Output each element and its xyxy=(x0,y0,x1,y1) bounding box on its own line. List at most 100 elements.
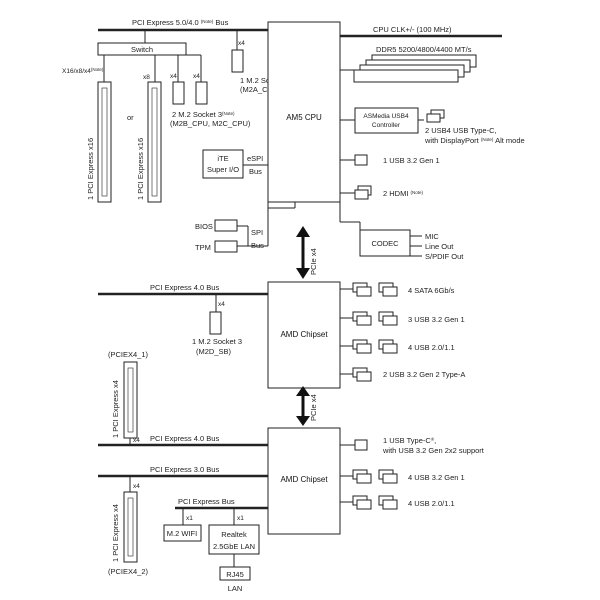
m2bc-label-1: 2 M.2 Socket 3(Note) xyxy=(172,110,235,119)
x1-lane-a: x1 xyxy=(186,515,193,522)
asmedia-usb4-controller xyxy=(354,107,419,134)
hdmi-label: 2 HDMI (Note) xyxy=(383,189,424,198)
slot1-x4-label: x4 xyxy=(133,437,140,444)
m2a-label-1: 1 M.2 Socket 3 xyxy=(240,76,290,85)
m2b-socket xyxy=(172,81,185,105)
cpu-chipset-link-arrow xyxy=(296,226,310,279)
cpu-usb32-port xyxy=(354,154,368,166)
chipset2-label: AMD Chipset xyxy=(280,475,328,484)
cpu-clk-label: CPU CLK+/- (100 MHz) xyxy=(373,25,452,34)
pcie-x4-slot-1 xyxy=(123,361,138,439)
typec-label-1: 1 USB Type-C®, xyxy=(383,436,436,445)
pciex4-1-label: (PCIEX4_1) xyxy=(108,350,149,359)
x8-lane-label: x8 xyxy=(143,74,150,81)
chipset2-usb32g1-ports xyxy=(352,469,398,484)
amd-chipset-2 xyxy=(267,427,341,535)
chipset1-usb32g2-label: 2 USB 3.2 Gen 2 Type-A xyxy=(383,370,465,379)
chipset2-typec-port xyxy=(354,439,368,451)
wifi-label: M.2 WIFI xyxy=(167,529,197,538)
m2a-socket xyxy=(231,49,244,73)
am5-cpu xyxy=(267,21,341,203)
ite-label-2: Super I/O xyxy=(207,165,239,174)
rj45-port xyxy=(219,566,251,581)
chipset2-pcie40-label: PCI Express 4.0 Bus xyxy=(150,434,219,443)
pcie5-bus-label: PCI Express 5.0/4.0 (Note) Bus xyxy=(132,18,229,27)
realtek-label-2: 2.5GbE LAN xyxy=(213,542,255,551)
x4-lane-b: x4 xyxy=(170,73,177,80)
slot2-label: 1 PCI Express x4 xyxy=(111,504,120,562)
rj45-label: RJ45 xyxy=(226,570,244,579)
x4-lane-c: x4 xyxy=(193,73,200,80)
pcie-switch xyxy=(97,42,187,56)
ite-super-io xyxy=(202,149,244,179)
usb4-label-2: with DisplayPort (Note) Alt mode xyxy=(424,136,525,145)
chipset-pcie-x4-label: PCIe x4 xyxy=(309,394,318,421)
ddr5-modules xyxy=(353,54,477,83)
spi-label: SPI xyxy=(251,228,263,237)
chipset2-pci-bus-label: PCI Express Bus xyxy=(178,497,235,506)
m2bc-label-2: (M2B_CPU, M2C_CPU) xyxy=(170,119,251,128)
bios-chip xyxy=(214,219,238,232)
codec-label: CODEC xyxy=(371,239,399,248)
realtek-lan xyxy=(208,524,260,555)
m2d-label-1: 1 M.2 Socket 3 xyxy=(192,337,242,346)
typec-label-2: with USB 3.2 Gen 2x2 support xyxy=(382,446,485,455)
pcie-x16-slot-b xyxy=(147,81,162,203)
ddr5-label: DDR5 5200/4800/4400 MT/s xyxy=(376,45,472,54)
chipset2-pcie30-label: PCI Express 3.0 Bus xyxy=(150,465,219,474)
lineout-label: Line Out xyxy=(425,242,454,251)
chipset1-usb20-ports xyxy=(352,339,398,354)
realtek-label-1: Realtek xyxy=(221,530,247,539)
chipset2-usb20-label: 4 USB 2.0/1.1 xyxy=(408,499,455,508)
asmedia-label-2: Controller xyxy=(372,122,401,129)
usb4-port-2 xyxy=(426,113,441,123)
audio-codec xyxy=(359,229,411,257)
chipset1-label: AMD Chipset xyxy=(280,330,328,339)
pcie-x16-slot-a xyxy=(97,81,112,203)
slot-b-label: 1 PCI Express x16 xyxy=(136,138,145,200)
lan-label: LAN xyxy=(228,584,243,593)
espi-bus-label: Bus xyxy=(249,167,262,176)
m2d-socket xyxy=(209,311,222,335)
cpu-label: AM5 CPU xyxy=(286,113,322,122)
m2-wifi-slot xyxy=(163,524,202,542)
chipset1-usb20-label: 4 USB 2.0/1.1 xyxy=(408,343,455,352)
asmedia-label-1: ASMedia USB4 xyxy=(363,113,409,120)
tpm-label: TPM xyxy=(195,243,211,252)
chipset1-x4-label: x4 xyxy=(218,301,225,308)
chipset1-pcie40-label: PCI Express 4.0 Bus xyxy=(150,283,219,292)
mic-label: MIC xyxy=(425,232,439,241)
hdmi-port-2 xyxy=(354,189,369,200)
sata-ports xyxy=(352,282,398,297)
m2a-label-2: (M2A_CPU) xyxy=(240,85,281,94)
ite-label-1: iTE xyxy=(217,154,228,163)
chipset2-usb20-ports xyxy=(352,495,398,510)
switch-label: Switch xyxy=(131,45,153,54)
x16-lane-label: X16/x8/x4(Note) xyxy=(62,67,104,75)
or-label: or xyxy=(127,113,134,122)
m2d-label-2: (M2D_SB) xyxy=(196,347,232,356)
espi-label: eSPI xyxy=(247,154,263,163)
pciex4-2-label: (PCIEX4_2) xyxy=(108,567,149,576)
slot2-x4-label: x4 xyxy=(133,483,140,490)
pcie-x4-slot-2 xyxy=(123,491,138,563)
amd-chipset-1 xyxy=(267,281,341,389)
spdif-label: S/PDIF Out xyxy=(425,252,464,261)
x1-lane-b: x1 xyxy=(237,515,244,522)
bios-label: BIOS xyxy=(195,222,213,231)
chipset1-usb32g1-ports xyxy=(352,311,398,326)
slot1-label: 1 PCI Express x4 xyxy=(111,380,120,438)
cpu-usb32-label: 1 USB 3.2 Gen 1 xyxy=(383,156,440,165)
slot-a-label: 1 PCI Express x16 xyxy=(86,138,95,200)
chipset1-usb32g1-label: 3 USB 3.2 Gen 1 xyxy=(408,315,465,324)
x4-lane-a: x4 xyxy=(238,40,245,47)
m2c-socket xyxy=(195,81,208,105)
sata-label: 4 SATA 6Gb/s xyxy=(408,286,455,295)
spi-bus-label: Bus xyxy=(251,241,264,250)
cpu-pcie-x4-label: PCIe x4 xyxy=(309,248,318,275)
chipset1-usb32g2-ports xyxy=(352,367,372,382)
usb4-label-1: 2 USB4 USB Type-C, xyxy=(425,126,497,135)
chipset2-usb32g1-label: 4 USB 3.2 Gen 1 xyxy=(408,473,465,482)
